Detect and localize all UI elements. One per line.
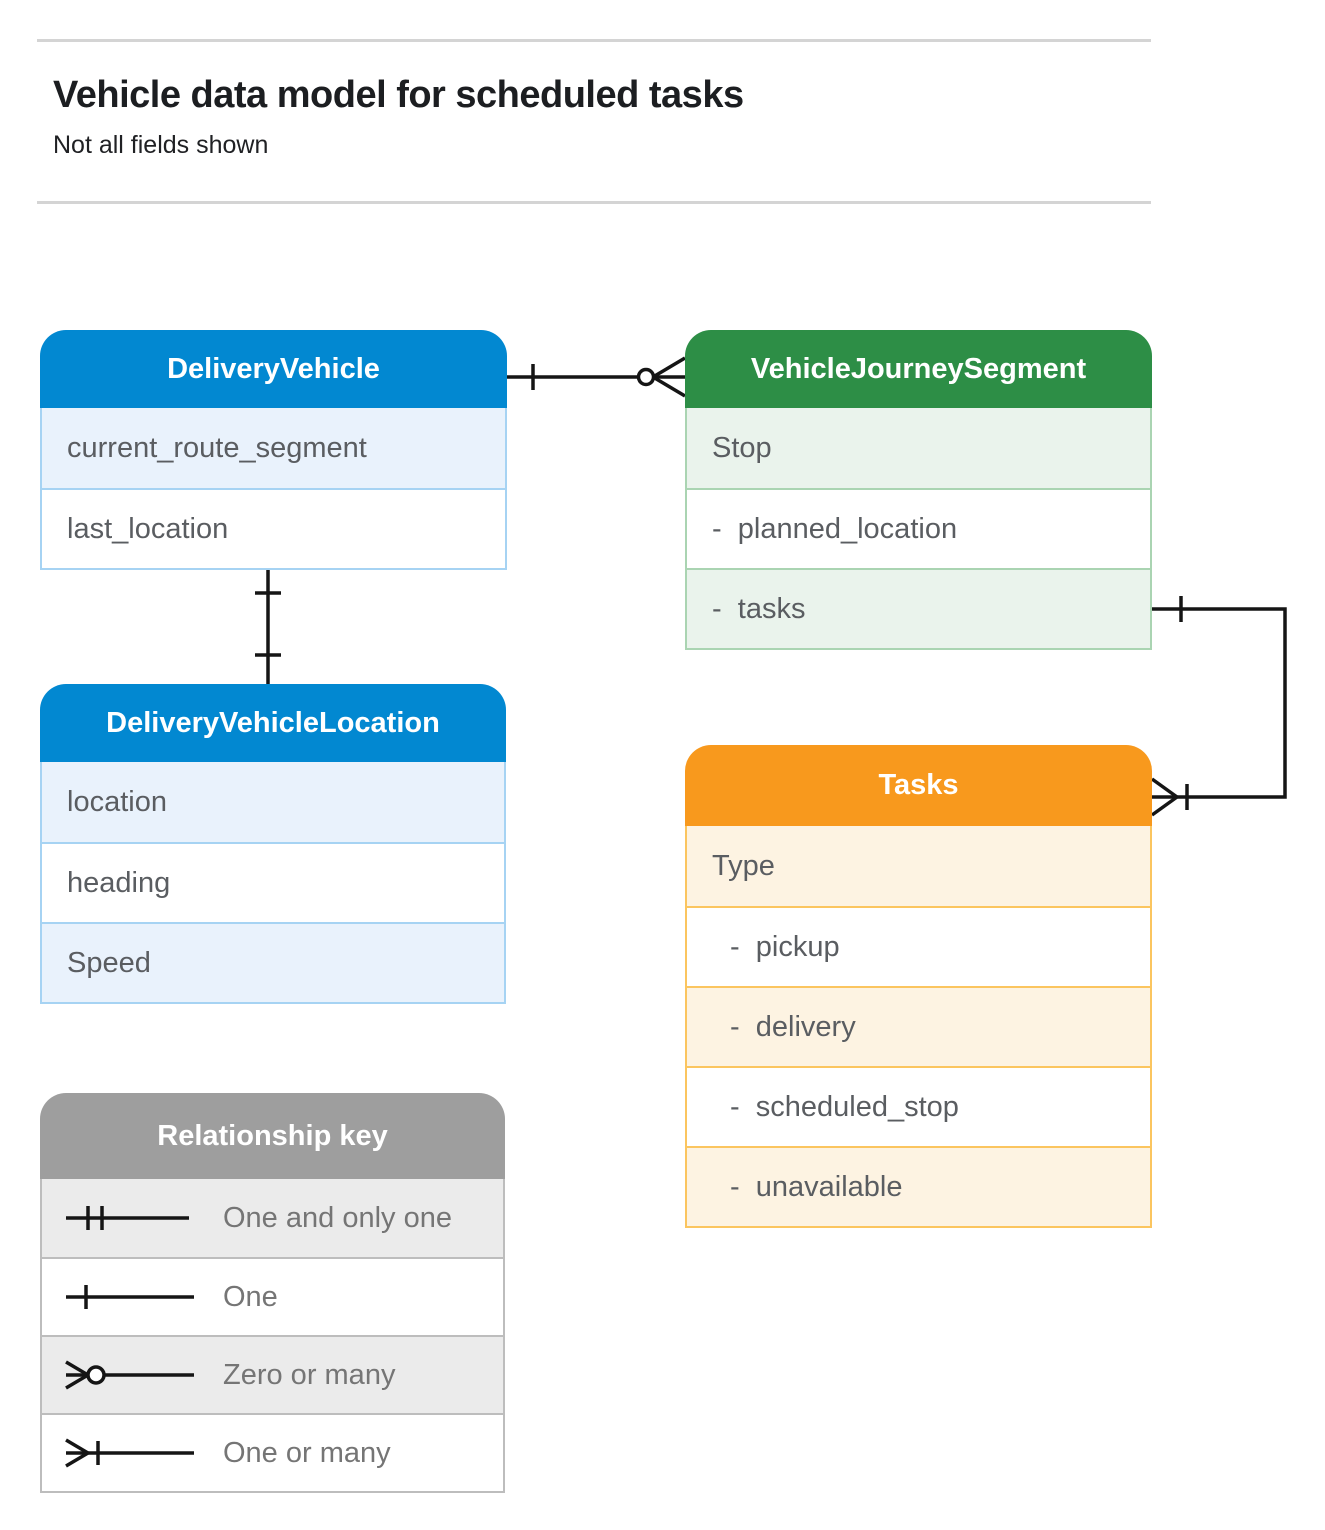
page-title: Vehicle data model for scheduled tasks — [53, 74, 744, 116]
legend-label: One — [223, 1280, 278, 1313]
header-divider — [37, 201, 1151, 204]
relationship-key-title: Relationship key — [40, 1093, 505, 1179]
entity-title: DeliveryVehicle — [40, 330, 507, 408]
legend-row: Zero or many — [42, 1335, 503, 1413]
field-row: last_location — [42, 488, 505, 568]
field-row: - planned_location — [687, 488, 1150, 568]
top-divider — [37, 39, 1151, 42]
entity-tasks: Tasks Type - pickup - delivery - schedul… — [685, 745, 1152, 1228]
field-row: Type — [687, 826, 1150, 906]
legend-label: One or many — [223, 1436, 391, 1469]
connector-vehiclejourneysegment-tasks — [1150, 596, 1287, 817]
entity-body: current_route_segment last_location — [40, 408, 507, 570]
zero-or-many-icon — [65, 1360, 194, 1390]
entity-delivery-vehicle: DeliveryVehicle current_route_segment la… — [40, 330, 507, 570]
entity-delivery-vehicle-location: DeliveryVehicleLocation location heading… — [40, 684, 506, 1004]
legend-label: Zero or many — [223, 1358, 396, 1391]
field-row: Stop — [687, 408, 1150, 488]
field-row: - unavailable — [687, 1146, 1150, 1226]
entity-title: Tasks — [685, 745, 1152, 826]
relationship-key: Relationship key One and only one One — [40, 1093, 505, 1493]
field-row: - tasks — [687, 568, 1150, 648]
field-row: location — [42, 762, 504, 842]
field-row: current_route_segment — [42, 408, 505, 488]
connector-deliveryvehicle-vehiclejourneysegment — [507, 356, 686, 398]
one-icon — [66, 1285, 194, 1309]
page-subtitle: Not all fields shown — [53, 131, 269, 159]
entity-body: Type - pickup - delivery - scheduled_sto… — [685, 826, 1152, 1228]
entity-body: location heading Speed — [40, 762, 506, 1004]
connector-deliveryvehicle-deliveryvehiclelocation — [255, 568, 281, 684]
legend-row: One or many — [42, 1413, 503, 1491]
entity-body: Stop - planned_location - tasks — [685, 408, 1152, 650]
field-row: Speed — [42, 922, 504, 1002]
field-row: - pickup — [687, 906, 1150, 986]
legend-row: One — [42, 1257, 503, 1335]
one-or-many-icon — [65, 1438, 194, 1468]
legend-label: One and only one — [223, 1201, 452, 1234]
entity-vehicle-journey-segment: VehicleJourneySegment Stop - planned_loc… — [685, 330, 1152, 650]
relationship-key-body: One and only one One Zero or many — [40, 1179, 505, 1493]
field-row: - scheduled_stop — [687, 1066, 1150, 1146]
legend-row: One and only one — [42, 1179, 503, 1257]
field-row: heading — [42, 842, 504, 922]
entity-title: VehicleJourneySegment — [685, 330, 1152, 408]
one-and-only-one-icon — [66, 1206, 189, 1230]
field-row: - delivery — [687, 986, 1150, 1066]
entity-title: DeliveryVehicleLocation — [40, 684, 506, 762]
